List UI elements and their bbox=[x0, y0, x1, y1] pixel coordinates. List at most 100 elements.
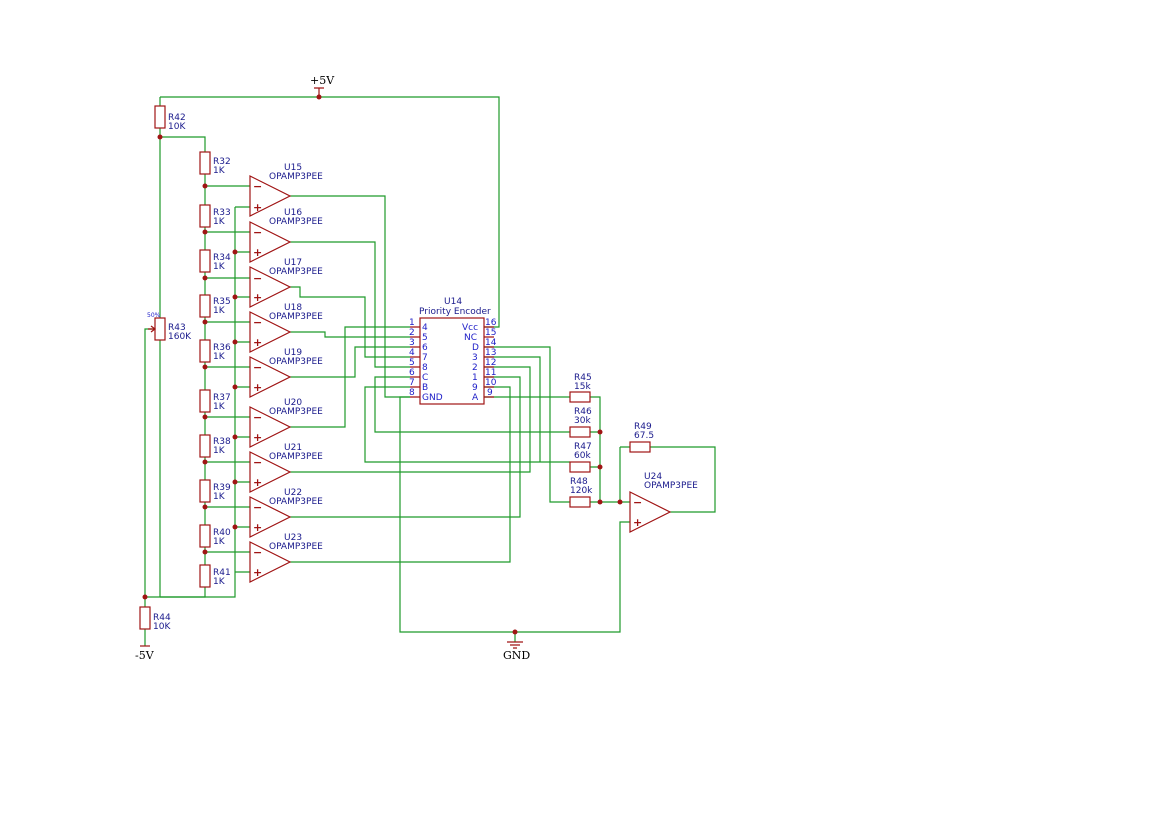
svg-text:U15: U15 bbox=[284, 163, 302, 173]
svg-text:4: 4 bbox=[409, 348, 415, 358]
svg-text:2: 2 bbox=[409, 328, 415, 338]
svg-text:−: − bbox=[253, 456, 262, 469]
svg-text:U21: U21 bbox=[284, 443, 302, 453]
svg-text:6: 6 bbox=[422, 343, 428, 353]
svg-text:2: 2 bbox=[472, 363, 478, 373]
resistor-R48: R48 120k bbox=[569, 477, 593, 508]
svg-text:OPAMP3PEE: OPAMP3PEE bbox=[269, 312, 323, 322]
svg-text:60k: 60k bbox=[574, 451, 591, 461]
resistor-R32: R32 1K bbox=[199, 151, 231, 176]
svg-text:U24: U24 bbox=[644, 472, 662, 482]
power-vee-symbol: -5V bbox=[135, 645, 155, 662]
resistor-R33: R33 1K bbox=[199, 204, 231, 228]
svg-text:R45: R45 bbox=[574, 373, 592, 383]
svg-text:D: D bbox=[472, 343, 479, 353]
svg-text:R46: R46 bbox=[574, 407, 592, 417]
svg-text:4: 4 bbox=[422, 323, 428, 333]
svg-text:160K: 160K bbox=[168, 332, 192, 342]
ground-symbol: GND bbox=[503, 641, 530, 662]
svg-text:OPAMP3PEE: OPAMP3PEE bbox=[269, 542, 323, 552]
resistor-R37: R37 1K bbox=[199, 389, 231, 413]
svg-text:R49: R49 bbox=[634, 422, 652, 432]
svg-text:OPAMP3PEE: OPAMP3PEE bbox=[269, 267, 323, 277]
opamp-U15: −+ U15 OPAMP3PEE bbox=[249, 163, 323, 217]
svg-text:+: + bbox=[253, 431, 262, 444]
priority-encoder-U14: U14 Priority Encoder 1 2 3 4 5 6 7 8 4 5… bbox=[409, 297, 497, 405]
svg-text:−: − bbox=[253, 316, 262, 329]
svg-text:67.5: 67.5 bbox=[634, 431, 654, 441]
svg-text:8: 8 bbox=[422, 363, 428, 373]
resistor-R45: R45 15k bbox=[569, 373, 592, 403]
svg-text:1K: 1K bbox=[213, 537, 226, 547]
svg-text:11: 11 bbox=[485, 368, 496, 378]
svg-text:−: − bbox=[253, 226, 262, 239]
resistor-R39: R39 1K bbox=[199, 479, 231, 503]
svg-text:−: − bbox=[253, 501, 262, 514]
svg-text:A: A bbox=[472, 393, 479, 403]
opamp-U21: − + U21 OPAMP3PEE bbox=[249, 443, 323, 493]
gnd-label: GND bbox=[503, 649, 530, 662]
svg-text:OPAMP3PEE: OPAMP3PEE bbox=[269, 497, 323, 507]
svg-text:OPAMP3PEE: OPAMP3PEE bbox=[269, 172, 323, 182]
svg-text:7: 7 bbox=[422, 353, 428, 363]
power-vcc-symbol: +5V bbox=[310, 74, 335, 97]
svg-text:10K: 10K bbox=[168, 122, 186, 132]
svg-text:−: − bbox=[253, 272, 262, 285]
svg-text:R43: R43 bbox=[168, 323, 186, 333]
svg-text:7: 7 bbox=[409, 378, 415, 388]
svg-text:−: − bbox=[253, 361, 262, 374]
opamp-U17: −+ U17 OPAMP3PEE bbox=[249, 258, 323, 308]
svg-text:OPAMP3PEE: OPAMP3PEE bbox=[269, 452, 323, 462]
svg-text:R40: R40 bbox=[213, 528, 231, 538]
svg-text:14: 14 bbox=[485, 338, 497, 348]
junctions bbox=[142, 94, 623, 635]
svg-text:1K: 1K bbox=[213, 262, 226, 272]
svg-text:9: 9 bbox=[487, 388, 493, 398]
resistor-R42: R42 10K bbox=[154, 105, 186, 132]
opamp-U19: −+ U19 OPAMP3PEE bbox=[249, 348, 323, 398]
svg-text:5: 5 bbox=[422, 333, 428, 343]
opamp-U20: −+ U20 OPAMP3PEE bbox=[249, 398, 323, 448]
encoder-ref: U14 bbox=[444, 297, 462, 307]
resistor-R46: R46 30k bbox=[569, 407, 592, 438]
svg-text:+: + bbox=[253, 381, 262, 394]
svg-text:B: B bbox=[422, 383, 428, 393]
resistor-R41: R41 1K bbox=[199, 564, 231, 588]
resistor-R49: R49 67.5 bbox=[629, 422, 654, 453]
svg-text:U20: U20 bbox=[284, 398, 302, 408]
resistor-R34: R34 1K bbox=[199, 249, 231, 273]
svg-text:+: + bbox=[253, 246, 262, 259]
svg-text:R34: R34 bbox=[213, 253, 231, 263]
vee-label: -5V bbox=[135, 649, 155, 662]
svg-text:R36: R36 bbox=[213, 343, 231, 353]
svg-text:R38: R38 bbox=[213, 437, 231, 447]
svg-text:OPAMP3PEE: OPAMP3PEE bbox=[269, 407, 323, 417]
svg-text:+: + bbox=[633, 516, 642, 529]
opamp-U24: −+ U24 OPAMP3PEE bbox=[629, 472, 698, 533]
svg-text:Vcc: Vcc bbox=[462, 323, 478, 333]
svg-text:30k: 30k bbox=[574, 416, 591, 426]
svg-text:+: + bbox=[253, 291, 262, 304]
svg-text:+: + bbox=[253, 201, 262, 214]
svg-text:NC: NC bbox=[464, 333, 477, 343]
svg-text:12: 12 bbox=[485, 358, 496, 368]
svg-text:8: 8 bbox=[409, 388, 415, 398]
opamp-U22: −+ U22 OPAMP3PEE bbox=[249, 488, 323, 538]
svg-text:16: 16 bbox=[485, 318, 497, 328]
svg-text:+: + bbox=[253, 476, 262, 489]
svg-text:1K: 1K bbox=[213, 306, 226, 316]
svg-text:R39: R39 bbox=[213, 483, 231, 493]
svg-text:U18: U18 bbox=[284, 303, 302, 313]
svg-text:U16: U16 bbox=[284, 208, 302, 218]
svg-text:C: C bbox=[422, 373, 428, 383]
resistor-R38: R38 1K bbox=[199, 434, 231, 458]
resistor-R35: R35 1K bbox=[199, 294, 231, 318]
svg-text:R37: R37 bbox=[213, 393, 231, 403]
svg-text:1K: 1K bbox=[213, 492, 226, 502]
svg-text:U23: U23 bbox=[284, 533, 302, 543]
svg-text:1: 1 bbox=[409, 318, 415, 328]
svg-text:10: 10 bbox=[485, 378, 497, 388]
opamp-U16: −+ U16 OPAMP3PEE bbox=[249, 208, 323, 263]
svg-text:+: + bbox=[253, 336, 262, 349]
